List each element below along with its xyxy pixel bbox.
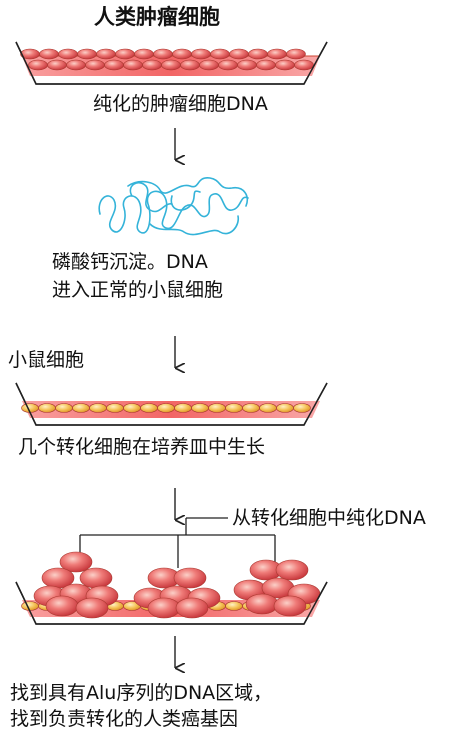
tumor-cell bbox=[218, 59, 238, 71]
transformed-cell bbox=[59, 551, 93, 573]
mouse-cell bbox=[106, 403, 124, 413]
purify-dna-callout: 从转化细胞中纯化DNA bbox=[232, 507, 426, 529]
tumor-cell bbox=[142, 59, 162, 71]
tumor-cell bbox=[39, 48, 59, 60]
tumor-cell bbox=[66, 59, 86, 71]
tumor-cell bbox=[267, 48, 287, 60]
tumor-cell bbox=[237, 59, 257, 71]
tumor-cell bbox=[294, 59, 314, 71]
tumor-cell bbox=[172, 48, 192, 60]
transformed-cell bbox=[79, 567, 113, 589]
transformed-colonies bbox=[33, 551, 321, 619]
tumor-cell-dish bbox=[15, 41, 328, 85]
tumor-cell bbox=[199, 59, 219, 71]
tumor-cell bbox=[47, 59, 67, 71]
mouse-cell bbox=[140, 403, 158, 413]
tumor-cell-layer bbox=[20, 48, 314, 71]
tumor-cell bbox=[77, 48, 97, 60]
tumor-cell bbox=[256, 59, 276, 71]
tumor-cell-title: 人类肿瘤细胞 bbox=[94, 5, 220, 29]
mouse-cell-title: 小鼠细胞 bbox=[8, 349, 85, 371]
mouse-cell bbox=[72, 403, 90, 413]
tumor-cell bbox=[161, 59, 181, 71]
tumor-cell bbox=[229, 48, 249, 60]
mouse-cell-dish bbox=[15, 382, 328, 426]
mouse-cell bbox=[225, 403, 243, 413]
mouse-cell bbox=[208, 403, 226, 413]
conclusion-line2: 找到负责转化的人类癌基因 bbox=[10, 708, 239, 730]
transformed-growth-caption: 几个转化细胞在培养皿中生长 bbox=[18, 436, 266, 458]
transformed-cell bbox=[273, 595, 307, 617]
mouse-cell bbox=[242, 403, 260, 413]
calcium-phosphate-caption-line1: 磷酸钙沉淀。DNA bbox=[52, 251, 208, 273]
mouse-cell bbox=[276, 403, 294, 413]
tumor-cell bbox=[286, 48, 306, 60]
dna-strand-illustration bbox=[98, 177, 249, 236]
purification-bracket bbox=[79, 517, 276, 568]
transformed-cell bbox=[175, 597, 209, 619]
tumor-cell bbox=[191, 48, 211, 60]
mouse-cell bbox=[259, 403, 277, 413]
mouse-cell bbox=[55, 403, 73, 413]
tumor-cell bbox=[134, 48, 154, 60]
tumor-cell bbox=[58, 48, 78, 60]
tumor-cell bbox=[96, 48, 116, 60]
conclusion-line1: 找到具有Alu序列的DNA区域， bbox=[10, 682, 273, 704]
tumor-cell bbox=[275, 59, 295, 71]
mouse-cell bbox=[157, 403, 175, 413]
calcium-phosphate-caption-line2: 进入正常的小鼠细胞 bbox=[52, 279, 224, 301]
tumor-cell bbox=[180, 59, 200, 71]
tumor-cell bbox=[248, 48, 268, 60]
transformed-cell bbox=[275, 559, 309, 581]
tumor-cell bbox=[153, 48, 173, 60]
mouse-cell bbox=[191, 403, 209, 413]
mouse-cell bbox=[21, 601, 39, 611]
tumor-cell bbox=[115, 48, 135, 60]
mouse-cell bbox=[174, 403, 192, 413]
mouse-cell bbox=[123, 403, 141, 413]
transformed-cell bbox=[245, 593, 279, 615]
tumor-cell bbox=[28, 59, 48, 71]
tumor-cell bbox=[104, 59, 124, 71]
transformed-cell bbox=[147, 597, 181, 619]
transformed-cell bbox=[173, 567, 207, 589]
mouse-cell-layer bbox=[21, 403, 311, 413]
tumor-cell bbox=[210, 48, 230, 60]
purified-dna-caption: 纯化的肿瘤细胞DNA bbox=[93, 93, 268, 115]
transformed-colony-dish bbox=[15, 551, 328, 625]
tumor-cell bbox=[85, 59, 105, 71]
transformed-cell bbox=[75, 597, 109, 619]
mouse-cell bbox=[293, 403, 311, 413]
mouse-cell bbox=[38, 403, 56, 413]
mouse-cell bbox=[225, 601, 243, 611]
tumor-cell bbox=[123, 59, 143, 71]
transformed-cell bbox=[45, 595, 79, 617]
mouse-cell bbox=[89, 403, 107, 413]
